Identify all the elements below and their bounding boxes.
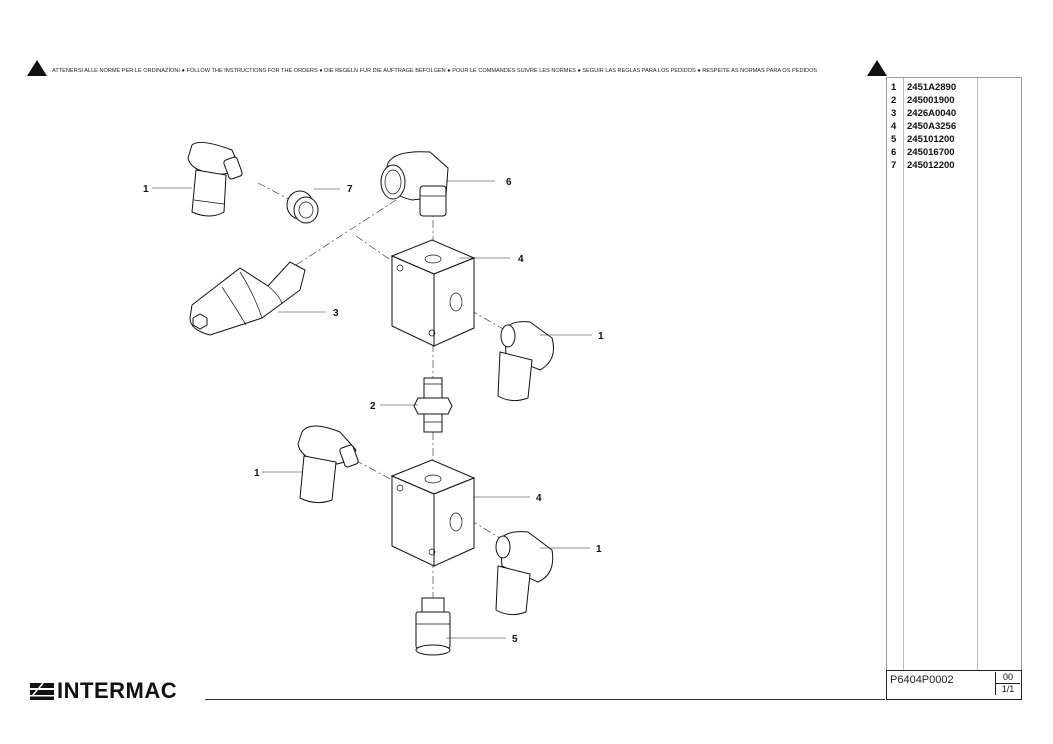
plug[interactable] [286, 190, 319, 224]
footer-rule [205, 699, 885, 700]
callout-label: 5 [512, 634, 518, 645]
revision: 00 [995, 672, 1020, 684]
straight-fitting[interactable] [415, 597, 451, 656]
part-code: 245016700 [907, 147, 955, 158]
callout-label: 3 [333, 308, 339, 319]
callout-label: 6 [506, 177, 512, 188]
part-number: 4 [891, 121, 897, 132]
part-code: 2426A0040 [907, 108, 957, 119]
parts-list: 1 2451A2890 2 245001900 3 2426A0040 4 24… [886, 77, 1022, 671]
leader-lines [152, 180, 592, 639]
elbow-fitting[interactable] [380, 151, 449, 217]
drawing-code: P6404P0002 [890, 674, 954, 686]
callout-label: 1 [598, 331, 604, 342]
table-divider [903, 78, 904, 671]
callout-label: 1 [143, 184, 149, 195]
part-code: 245012200 [907, 160, 955, 171]
part-number: 5 [891, 134, 897, 145]
part-code: 245001900 [907, 95, 955, 106]
brand-name: INTERMAC [57, 678, 178, 703]
warning-triangle-icon [27, 60, 47, 76]
elbow-fitting[interactable] [497, 321, 554, 402]
intermac-mark-icon [30, 683, 54, 700]
callout-label: 7 [347, 184, 353, 195]
callout-label: 4 [518, 254, 524, 265]
callout-label: 1 [254, 468, 260, 479]
exploded-diagram: .part { fill:#fff; stroke:#111; stroke-w… [143, 141, 604, 656]
hex-nipple[interactable] [413, 377, 453, 433]
callout-label: 4 [536, 493, 542, 504]
manifold-block[interactable] [390, 239, 476, 347]
part-number: 3 [891, 108, 897, 119]
page-number: 1/1 [995, 684, 1020, 695]
elbow-fitting[interactable] [297, 425, 359, 504]
ordering-instructions: ATTENERSI ALLE NORME PER LE ORDINAZIONI … [52, 68, 818, 74]
table-divider [977, 78, 978, 671]
drawing-code-box: P6404P0002 00 1/1 [886, 670, 1022, 700]
part-number: 6 [891, 147, 897, 158]
manifold-block[interactable] [390, 459, 476, 567]
part-number: 1 [891, 82, 897, 93]
part-number: 7 [891, 160, 897, 171]
part-number: 2 [891, 95, 897, 106]
elbow-fitting[interactable] [495, 531, 554, 616]
part-code: 2450A3256 [907, 121, 957, 132]
warning-triangle-icon [867, 60, 887, 76]
silencer[interactable] [189, 261, 306, 336]
part-code: 2451A2890 [907, 82, 957, 93]
part-code: 245101200 [907, 134, 955, 145]
brand-logo: INTERMAC [30, 678, 178, 703]
callouts: 1 7 6 4 3 1 2 1 4 1 5 [143, 177, 604, 645]
callout-label: 1 [596, 544, 602, 555]
elbow-fitting[interactable] [187, 141, 243, 217]
callout-label: 2 [370, 401, 376, 412]
